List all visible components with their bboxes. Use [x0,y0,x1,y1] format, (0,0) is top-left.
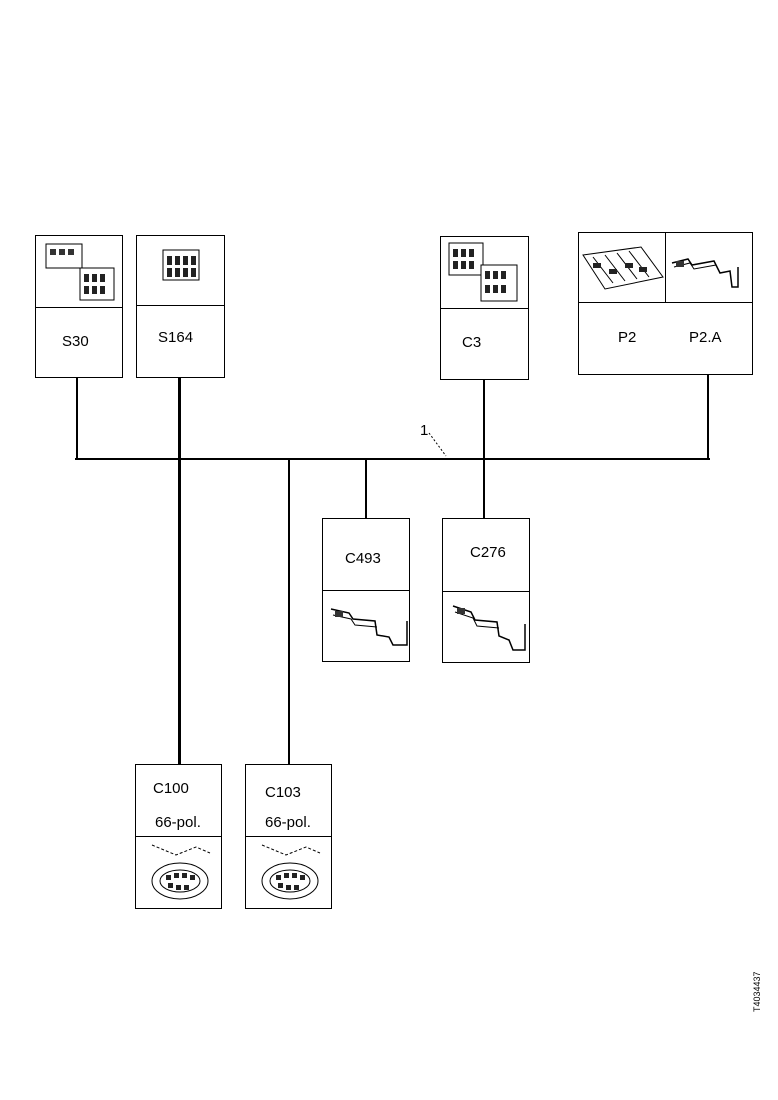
wire-c493 [365,459,367,519]
terminal-icon [666,233,752,303]
connector-p2-group: P2 P2.A [578,232,753,375]
document-id: T4034437 [752,971,762,1012]
terminal-icon [323,590,409,661]
wire-c103 [288,459,290,765]
fuse-board-icon [579,233,666,303]
connector-c100: C100 66-pol. [135,764,222,909]
connector-c3: C3 [440,236,529,380]
connector-p2a-label: P2.A [689,329,722,346]
connector-c103-label: C103 [265,784,301,801]
connector-c103: C103 66-pol. [245,764,332,909]
connector-s164: S164 [136,235,225,378]
harness-reference-leader [428,432,447,457]
connector-c493-label: C493 [345,550,381,567]
wire-p2a [707,374,709,459]
multipin-connector-icon [246,836,331,908]
terminal-icon [443,591,529,662]
connector-c3-label: C3 [462,334,482,351]
main-harness-line [75,458,710,460]
connector-s30: S30 [35,235,123,378]
connector-c100-sublabel: 66-pol. [155,814,201,831]
connector-s30-label: S30 [62,333,89,350]
connector-s164-label: S164 [158,329,194,346]
connector-c276-label: C276 [470,544,506,561]
connector-pair-icon [36,236,122,308]
multipin-connector-icon [136,836,221,908]
connector-c276: C276 [442,518,530,663]
connector-c103-sublabel: 66-pol. [265,814,311,831]
connector-p2-label: P2 [618,329,637,346]
wire-s30 [76,377,78,459]
connector-icon [137,236,224,306]
harness-reference-label: 1 [420,422,429,439]
wire-c3-c276 [483,379,485,519]
wire-s164-c100 [178,377,181,765]
connector-c493: C493 [322,518,410,662]
connector-pair-icon [441,237,528,309]
connector-c100-label: C100 [153,780,189,797]
